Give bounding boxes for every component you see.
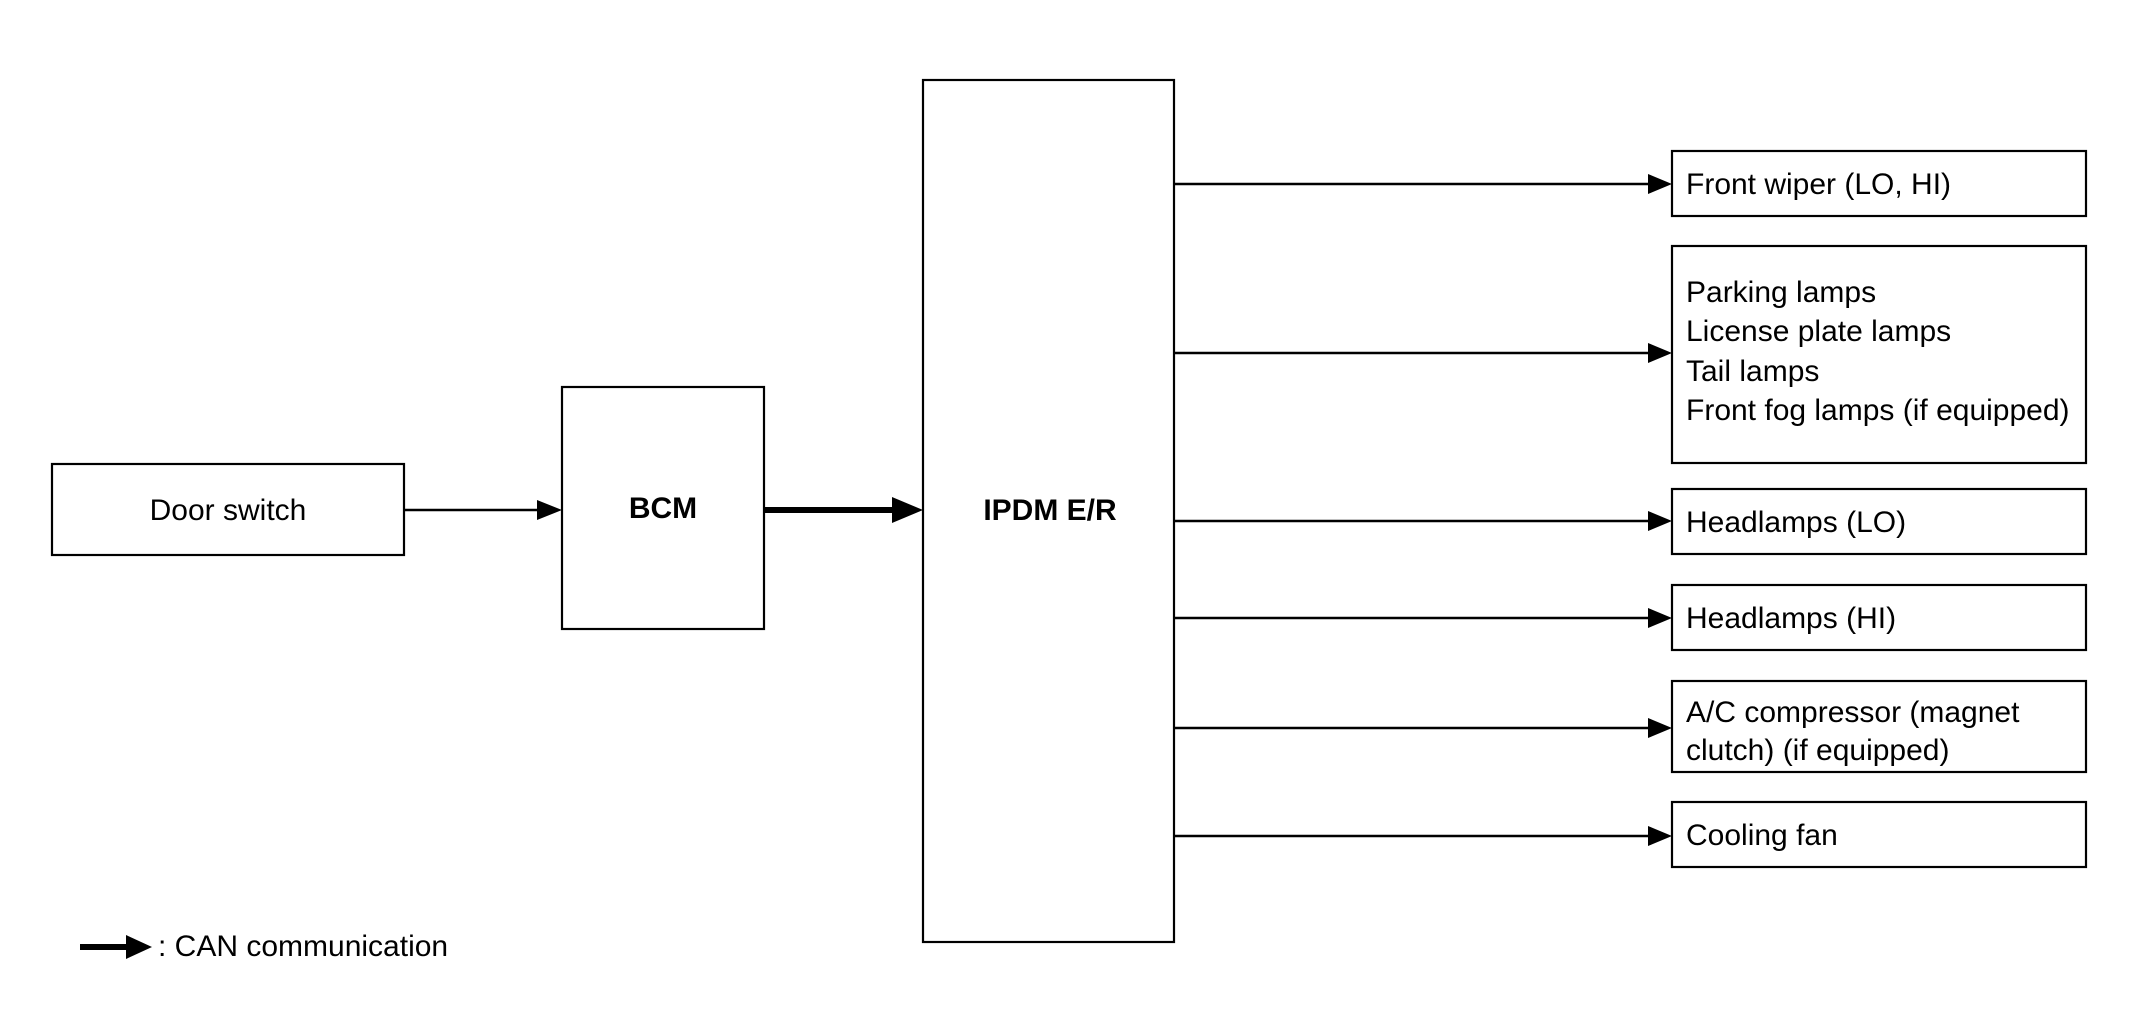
front-fog-lamps-label: Front fog lamps (if equipped) (1686, 394, 2070, 427)
bcm-block: BCM (560, 385, 766, 631)
output-wire-ac-compressor (1174, 718, 1672, 738)
door-switch-block: Door switch (50, 462, 406, 557)
can-legend-label: : CAN communication (158, 930, 448, 963)
ipdm-block: IPDM E/R (921, 78, 1176, 944)
can-legend-arrow (80, 935, 152, 959)
output-wire-lamps (1174, 343, 1672, 363)
door-switch-to-bcm-wire (404, 500, 562, 520)
license-plate-lamps-label: License plate lamps (1686, 315, 1951, 348)
door-switch-label: Door switch (150, 494, 307, 527)
headlamps-lo-block: Headlamps (LO) (1670, 487, 2088, 556)
tail-lamps-label: Tail lamps (1686, 355, 1819, 388)
legend: : CAN communication (80, 930, 448, 963)
ac-compressor-label-line2: clutch) (if equipped) (1686, 734, 1949, 767)
cooling-fan-block: Cooling fan (1670, 800, 2088, 869)
cooling-fan-label: Cooling fan (1686, 819, 1838, 852)
front-wiper-label: Front wiper (LO, HI) (1686, 168, 1951, 201)
ac-compressor-block: A/C compressor (magnet clutch) (if equip… (1670, 679, 2088, 774)
output-wire-headlamps-lo (1174, 511, 1672, 531)
ac-compressor-label-line1: A/C compressor (magnet (1686, 696, 2020, 729)
parking-lamps-label: Parking lamps (1686, 276, 1876, 309)
output-wire-cooling-fan (1174, 826, 1672, 846)
front-wiper-block: Front wiper (LO, HI) (1670, 149, 2088, 218)
output-wire-front-wiper (1174, 174, 1672, 194)
ipdm-label: IPDM E/R (983, 494, 1117, 527)
bcm-label: BCM (629, 492, 697, 525)
output-wire-headlamps-hi (1174, 608, 1672, 628)
headlamps-lo-label: Headlamps (LO) (1686, 506, 1906, 539)
headlamps-hi-block: Headlamps (HI) (1670, 583, 2088, 652)
bcm-to-ipdm-can-line (764, 497, 923, 523)
lamps-block: Parking lamps License plate lamps Tail l… (1670, 244, 2088, 465)
headlamps-hi-label: Headlamps (HI) (1686, 602, 1896, 635)
